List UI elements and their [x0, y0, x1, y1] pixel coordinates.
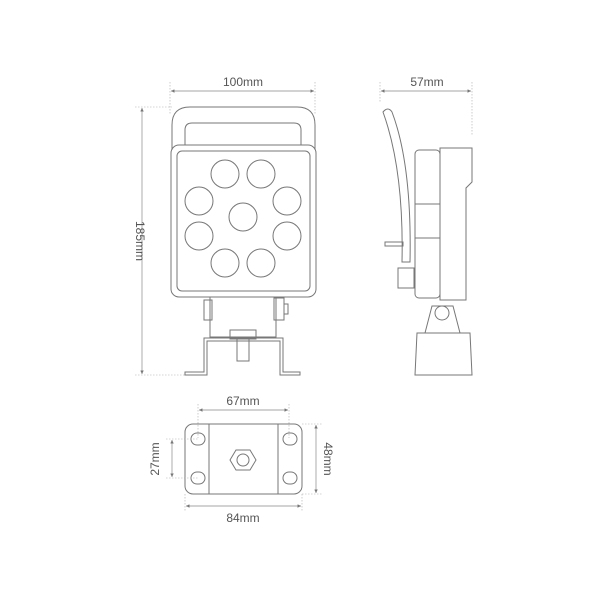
bracket-foot — [184, 337, 301, 376]
lamp-housing — [170, 144, 317, 298]
led — [210, 159, 240, 189]
label-front-width: 100mm — [223, 75, 263, 89]
handle-outer — [171, 106, 316, 150]
base-plate — [184, 423, 303, 495]
label-base-depth: 48mm — [321, 442, 335, 475]
led — [272, 186, 302, 216]
label-hole-spacing-y: 27mm — [148, 442, 162, 475]
led — [246, 159, 276, 189]
bolt-thread — [236, 338, 250, 362]
mount-hole — [282, 471, 298, 485]
side-switch — [397, 267, 415, 289]
led — [210, 248, 240, 278]
front-view — [170, 106, 317, 376]
side-base — [414, 332, 473, 376]
mount-hole — [282, 432, 298, 446]
side-handle — [382, 108, 411, 263]
nut-left — [203, 299, 213, 321]
side-view — [382, 108, 473, 376]
lens-frame — [176, 150, 311, 292]
side-housing — [439, 147, 473, 301]
base-view — [184, 423, 303, 495]
bolt-end — [283, 303, 289, 315]
center-bolt — [236, 453, 250, 467]
dimension-labels: 100mm 185mm 57mm 67mm 27mm 48mm 84mm — [133, 75, 444, 525]
side-knob — [384, 241, 404, 247]
led-array — [184, 159, 302, 278]
mount-bracket — [184, 296, 301, 376]
swivel-pivot — [434, 305, 450, 321]
handle-inner — [184, 122, 302, 145]
center-bolt-nut — [229, 449, 257, 471]
led — [272, 221, 302, 251]
label-base-width: 84mm — [226, 511, 259, 525]
bracket-plate — [209, 296, 277, 338]
label-height: 185mm — [133, 221, 147, 261]
dimension-lines — [135, 82, 473, 512]
led — [184, 221, 214, 251]
led — [184, 186, 214, 216]
label-hole-spacing-x: 67mm — [226, 394, 259, 408]
led — [228, 202, 258, 232]
label-side-depth: 57mm — [410, 75, 443, 89]
led — [246, 248, 276, 278]
side-lens — [414, 149, 441, 299]
